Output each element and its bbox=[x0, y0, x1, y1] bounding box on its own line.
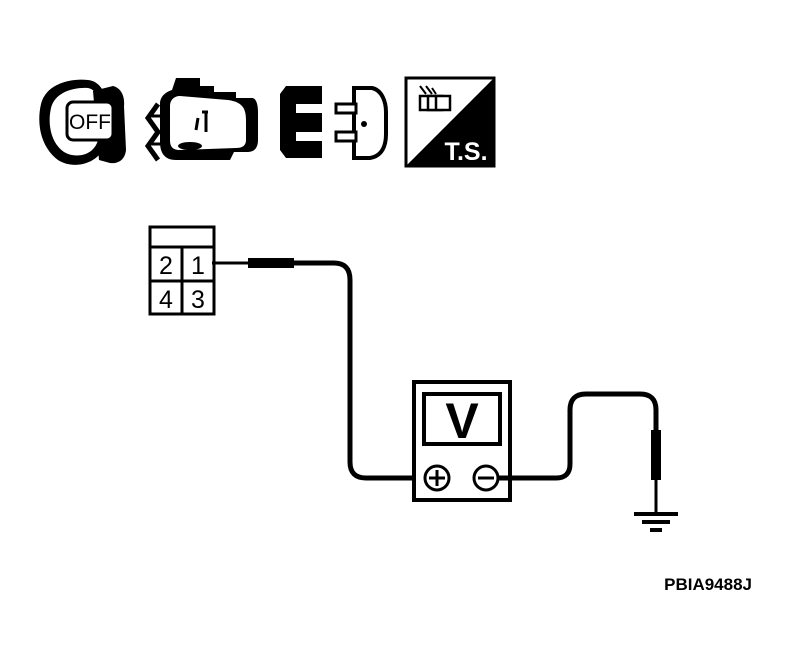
voltmeter: V bbox=[412, 380, 512, 502]
pin-2-label: 2 bbox=[159, 252, 173, 280]
negative-terminal-icon bbox=[472, 464, 500, 492]
ignition-off-label: OFF bbox=[69, 111, 111, 134]
figure-reference-code: PBIA9488J bbox=[664, 575, 752, 594]
ground-icon bbox=[634, 512, 678, 532]
negative-probe-lead bbox=[498, 391, 661, 514]
positive-probe-lead bbox=[212, 258, 418, 481]
positive-terminal-icon bbox=[423, 464, 451, 492]
connector-pin-block: 2 1 4 3 bbox=[148, 225, 216, 316]
ignition-off-icon: OFF bbox=[39, 79, 126, 165]
troubleshooting-icon: T.S. bbox=[404, 76, 496, 168]
pin-1-label: 1 bbox=[191, 252, 205, 280]
pin-4-label: 4 bbox=[159, 286, 173, 314]
engine-icon bbox=[144, 78, 258, 162]
troubleshooting-label: T.S. bbox=[444, 138, 487, 166]
pin-3-label: 3 bbox=[191, 286, 205, 314]
connector-icon bbox=[280, 86, 388, 160]
voltmeter-label: V bbox=[445, 393, 479, 449]
